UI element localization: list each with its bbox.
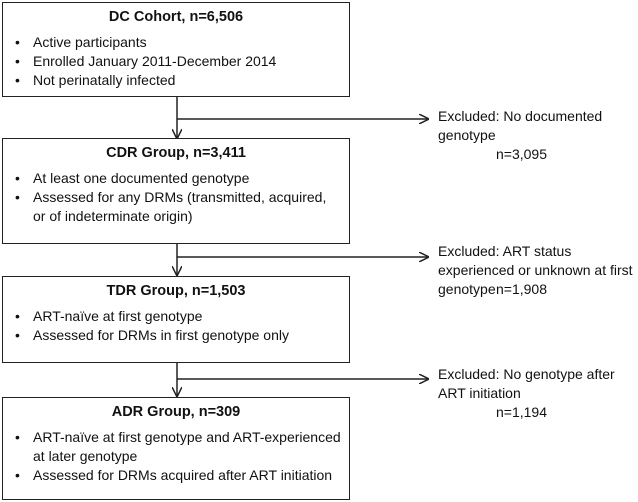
bullet-item: Active participants — [15, 33, 349, 52]
bullet-item: At least one documented genotype — [15, 169, 349, 188]
bullet-item: Enrolled January 2011-December 2014 — [15, 52, 349, 71]
box-title: TDR Group, n=1,503 — [106, 283, 246, 299]
exclusion-text-1: Excluded: No documented genotype — [438, 108, 603, 143]
cdr-group-box: CDR Group, n=3,411 At least one document… — [2, 138, 350, 244]
bullet-item: Assessed for any DRMs (transmitted, acqu… — [15, 188, 349, 226]
box-title: DC Cohort, n=6,506 — [108, 9, 244, 25]
bullet-item: Not perinatally infected — [15, 71, 349, 90]
bullet-item: ART-naïve at first genotype — [15, 307, 349, 326]
exclusion-count-3: n=1,194 — [496, 404, 547, 420]
bullet-list: ART-naïve at first genotype Assessed for… — [3, 307, 349, 345]
bullet-list: ART-naïve at first genotype and ART-expe… — [3, 428, 349, 485]
box-title: ADR Group, n=309 — [111, 404, 241, 420]
bullet-item: ART-naïve at first genotype and ART-expe… — [15, 428, 349, 466]
bullet-list: At least one documented genotype Assesse… — [3, 169, 349, 226]
exclusion-text-2: Excluded: ART status experienced or unkn… — [438, 243, 633, 297]
exclusion-count-1: n=3,095 — [496, 146, 547, 162]
adr-group-box: ADR Group, n=309 ART-naïve at first geno… — [2, 397, 350, 500]
bullet-list: Active participants Enrolled January 201… — [3, 33, 349, 90]
box-title: CDR Group, n=3,411 — [106, 145, 246, 161]
bullet-item: Assessed for DRMs acquired after ART ini… — [15, 466, 349, 485]
dc-cohort-box: DC Cohort, n=6,506 Active participants E… — [2, 2, 350, 97]
bullet-item: Assessed for DRMs in first genotype only — [15, 326, 349, 345]
exclusion-text-3: Excluded: No genotype after ART initiati… — [438, 366, 615, 401]
exclusion-count-2: n=1,908 — [496, 281, 547, 297]
tdr-group-box: TDR Group, n=1,503 ART-naïve at first ge… — [2, 276, 350, 363]
